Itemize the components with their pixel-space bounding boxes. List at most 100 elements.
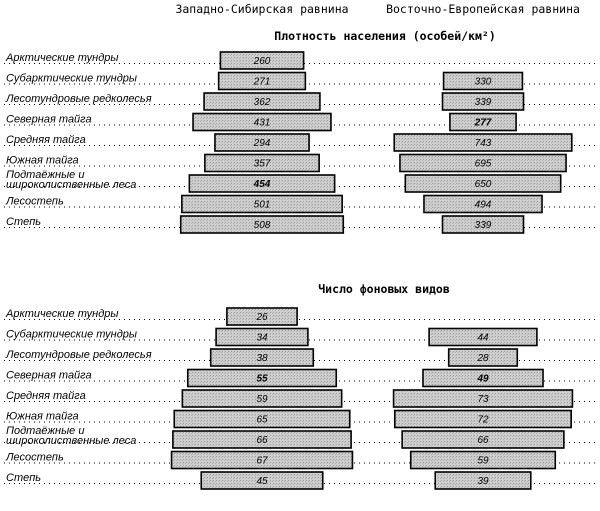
category-label-line: Южная тайга bbox=[6, 155, 79, 167]
bar-value-label: 362 bbox=[254, 97, 271, 108]
category-label: Степь bbox=[6, 216, 41, 228]
bar bbox=[173, 409, 351, 429]
bar bbox=[447, 348, 519, 367]
chart-title: Число фоновых видов bbox=[318, 282, 450, 296]
header-east: Восточно-Европейская равнина bbox=[386, 2, 580, 16]
bar bbox=[203, 92, 321, 111]
bar bbox=[200, 471, 324, 490]
bar-value-label: 501 bbox=[254, 200, 271, 211]
category-label-line: Лесотундровые редколесья bbox=[5, 349, 152, 361]
bar-value-label: 66 bbox=[477, 435, 489, 446]
chart-title: Плотность населения (особей/км²) bbox=[274, 29, 496, 43]
bar bbox=[393, 133, 573, 152]
charts-group: Плотность населения (особей/км²) Арктичес… bbox=[4, 29, 598, 490]
bar bbox=[186, 368, 338, 388]
bar-value-label: 67 bbox=[256, 456, 268, 467]
category-label: Средняя тайга bbox=[6, 134, 86, 146]
bar bbox=[179, 215, 345, 234]
category-label: Лесостепь bbox=[5, 452, 64, 464]
category-label: Лесотундровые редколесья bbox=[5, 349, 152, 361]
bar-value-label: 28 bbox=[476, 353, 489, 364]
bar bbox=[423, 194, 543, 214]
category-label: Средняя тайга bbox=[6, 390, 86, 402]
header-west: Западно-Сибирская равнина bbox=[175, 2, 348, 16]
bar bbox=[215, 327, 309, 347]
bar-value-label: 743 bbox=[475, 138, 492, 149]
category-label: Лесостепь bbox=[5, 196, 64, 208]
bar-value-label: 277 bbox=[474, 118, 492, 129]
bar-value-label: 695 bbox=[475, 159, 492, 170]
category-label: Северная тайга bbox=[6, 114, 92, 126]
bar-value-label: 508 bbox=[254, 220, 271, 231]
category-label: Арктические тундры bbox=[5, 308, 119, 320]
bar-value-label: 26 bbox=[255, 312, 268, 323]
bar-value-label: 44 bbox=[477, 333, 489, 344]
bar-value-label: 73 bbox=[477, 394, 489, 405]
chart-panel-1: Плотность населения (особей/км²) Арктичес… bbox=[4, 29, 598, 234]
bar-value-label: 39 bbox=[477, 476, 489, 487]
bar-value-label: 650 bbox=[475, 179, 492, 190]
category-label-line: Арктические тундры bbox=[5, 52, 119, 64]
bar-value-label: 65 bbox=[256, 415, 268, 426]
bar-value-label: 72 bbox=[477, 415, 489, 426]
bar bbox=[204, 153, 320, 173]
bar bbox=[449, 112, 517, 132]
category-label-line: Степь bbox=[6, 472, 41, 484]
category-label-line: Северная тайга bbox=[6, 114, 92, 126]
bar bbox=[181, 389, 343, 408]
category-label-line: широколиственные леса bbox=[6, 435, 136, 447]
bar-value-label: 66 bbox=[256, 435, 268, 446]
bar bbox=[441, 215, 525, 234]
category-label-line: широколиственные леса bbox=[6, 179, 136, 191]
category-label-line: Арктические тундры bbox=[5, 308, 119, 320]
category-label-line: Средняя тайга bbox=[6, 390, 86, 402]
bar-value-label: 330 bbox=[475, 77, 492, 88]
bar-value-label: 55 bbox=[256, 374, 268, 385]
bar-value-label: 339 bbox=[475, 220, 492, 231]
bar bbox=[181, 194, 343, 214]
bar bbox=[219, 51, 305, 70]
category-label-line: Субарктические тундры bbox=[6, 329, 137, 341]
bar bbox=[404, 174, 562, 193]
category-label-line: Средняя тайга bbox=[6, 134, 86, 146]
bar-value-label: 271 bbox=[253, 77, 271, 88]
bar bbox=[428, 327, 538, 347]
bar bbox=[214, 133, 310, 152]
category-label-line: Северная тайга bbox=[6, 370, 92, 382]
bar bbox=[209, 348, 315, 367]
bar-value-label: 431 bbox=[254, 118, 271, 129]
bar bbox=[401, 430, 565, 449]
category-label-line: Лесостепь bbox=[5, 196, 64, 208]
category-label: Лесотундровые редколесья bbox=[5, 93, 152, 105]
category-label: Арктические тундры bbox=[5, 52, 119, 64]
bar bbox=[393, 409, 572, 429]
bar bbox=[192, 112, 332, 132]
bar bbox=[217, 71, 307, 91]
bar bbox=[442, 71, 524, 91]
bar-value-label: 45 bbox=[256, 476, 268, 487]
bar bbox=[422, 368, 544, 388]
bar-value-label: 454 bbox=[253, 179, 271, 190]
bar bbox=[188, 174, 336, 193]
bar-value-label: 494 bbox=[475, 200, 492, 211]
bar-value-label: 339 bbox=[475, 97, 492, 108]
bar-value-label: 357 bbox=[254, 159, 271, 170]
category-label: Степь bbox=[6, 472, 41, 484]
bar bbox=[172, 430, 352, 449]
bar-value-label: 59 bbox=[256, 394, 268, 405]
bar-value-label: 49 bbox=[476, 374, 489, 385]
bar-value-label: 38 bbox=[256, 353, 268, 364]
bar bbox=[434, 471, 532, 490]
category-label-line: Лесотундровые редколесья bbox=[5, 93, 152, 105]
category-label: Субарктические тундры bbox=[6, 73, 137, 85]
category-label: Северная тайга bbox=[6, 370, 92, 382]
category-label-line: Подтаёжные и bbox=[6, 425, 84, 437]
bar bbox=[226, 307, 298, 326]
category-label-line: Южная тайга bbox=[6, 411, 79, 423]
bar bbox=[392, 389, 574, 408]
category-label-line: Степь bbox=[6, 216, 41, 228]
bar bbox=[409, 450, 557, 470]
